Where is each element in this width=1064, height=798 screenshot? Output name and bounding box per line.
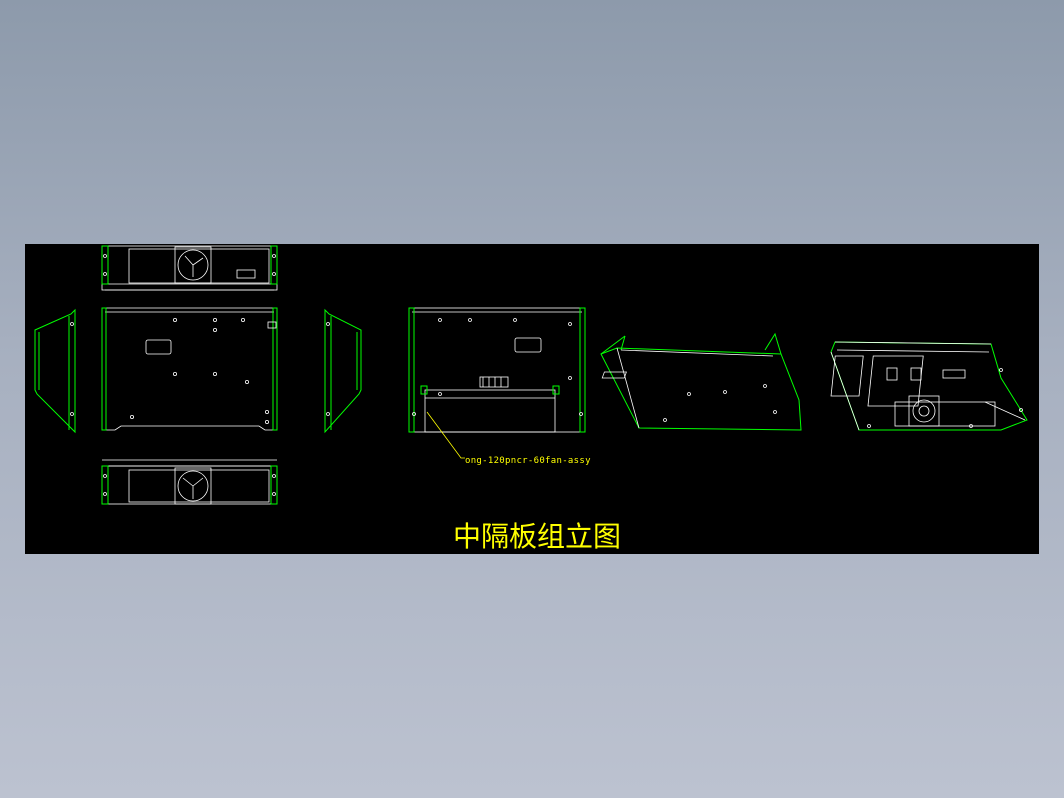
isometric-view-2 bbox=[830, 341, 1028, 431]
left-side-view bbox=[34, 308, 76, 434]
front-view bbox=[101, 307, 278, 431]
bottom-view bbox=[101, 459, 278, 505]
part-callout-label: ong-120pncr-60fan-assy bbox=[465, 456, 591, 466]
top-view bbox=[101, 245, 278, 291]
cad-drawing-canvas bbox=[34, 245, 1028, 505]
isometric-view-1 bbox=[600, 332, 802, 431]
section-view bbox=[408, 307, 586, 459]
drawing-title: 中隔板组立图 bbox=[452, 520, 621, 553]
cad-viewport[interactable]: ong-120pncr-60fan-assy 中隔板组立图 bbox=[25, 244, 1039, 554]
right-side-view bbox=[324, 308, 362, 434]
